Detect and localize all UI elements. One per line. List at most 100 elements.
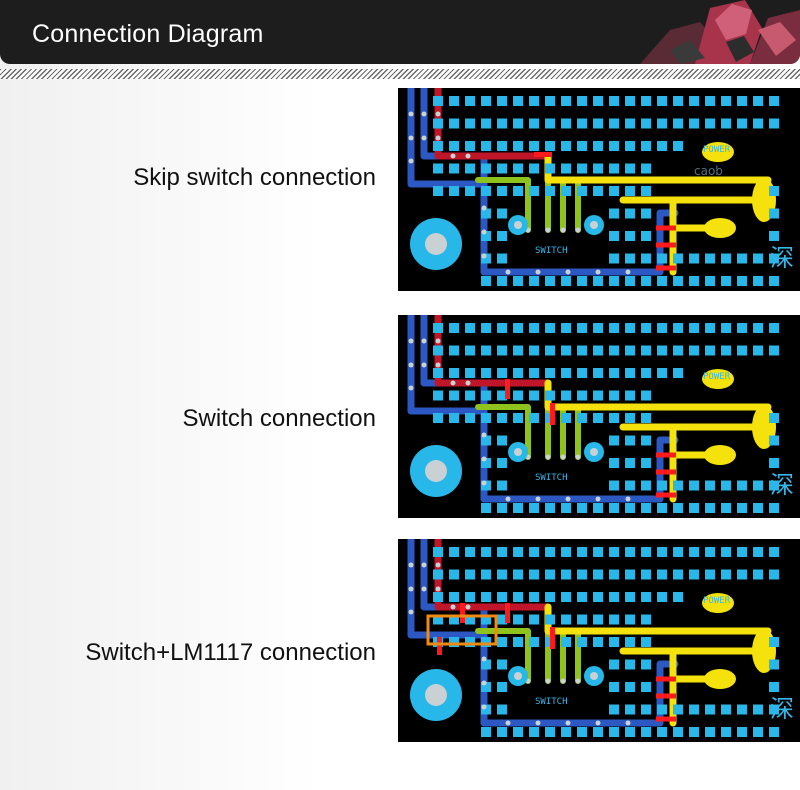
pcb-pad xyxy=(689,96,699,106)
pcb-pad xyxy=(577,323,587,333)
pcb-pad xyxy=(513,637,523,647)
pcb-pad xyxy=(721,727,731,737)
pcb-pad xyxy=(577,727,587,737)
pcb-pad xyxy=(481,727,491,737)
pcb-pad xyxy=(689,118,699,129)
pad-hole xyxy=(560,678,566,684)
pad-hole xyxy=(450,153,456,159)
pcb-pad xyxy=(449,592,459,602)
pad-hole xyxy=(595,720,601,726)
pcb-pad xyxy=(561,614,571,625)
pcb-pad xyxy=(641,390,651,401)
pcb-pad xyxy=(641,458,651,468)
pcb-pad xyxy=(497,186,507,196)
pcb-pad xyxy=(465,390,475,401)
pcb-pad xyxy=(641,345,651,356)
pcb-pad xyxy=(561,547,571,557)
pcb-pad xyxy=(497,253,507,264)
pcb-pad xyxy=(465,141,475,151)
pcb-pad xyxy=(529,390,539,401)
pcb-pad xyxy=(433,345,443,356)
switch-hole-center xyxy=(590,672,598,680)
pcb-pad xyxy=(769,435,779,446)
pcb-pad xyxy=(641,659,651,670)
pcb-pad xyxy=(513,163,523,174)
jumper xyxy=(534,152,552,157)
pcb-pad xyxy=(433,323,443,333)
pcb-pad xyxy=(529,368,539,378)
pcb-pad xyxy=(545,547,555,557)
pcb-pad xyxy=(609,458,619,468)
pcb-pad xyxy=(481,276,491,286)
pcb-pad xyxy=(577,592,587,602)
pcb-pad xyxy=(497,231,507,241)
pcb-pad xyxy=(657,253,667,264)
pcb-pad xyxy=(561,727,571,737)
pcb-pad xyxy=(481,368,491,378)
side-character: 深 xyxy=(770,244,794,272)
pad-hole xyxy=(595,269,601,275)
mounting-hole-center xyxy=(425,233,447,255)
pcb-pad xyxy=(689,727,699,737)
switch-silk-label: SWITCH xyxy=(535,246,568,256)
pcb-pad xyxy=(705,118,715,129)
pcb-pad xyxy=(545,96,555,106)
pad-hole xyxy=(481,229,487,235)
pcb-pad xyxy=(529,163,539,174)
power-pad xyxy=(704,218,736,238)
pcb-pad xyxy=(481,637,491,647)
pcb-pad xyxy=(433,390,443,401)
pcb-pad xyxy=(689,480,699,491)
pcb-pad xyxy=(609,96,619,106)
pcb-pad xyxy=(433,592,443,602)
pcb-pad xyxy=(769,208,779,219)
pcb-pad xyxy=(577,569,587,580)
pcb-pad xyxy=(609,480,619,491)
pcb-pad xyxy=(593,276,603,286)
pcb-pad xyxy=(481,682,491,692)
pad-hole xyxy=(435,111,441,117)
pcb-pad xyxy=(769,323,779,333)
pcb-pad xyxy=(593,547,603,557)
pcb-pad xyxy=(689,569,699,580)
hatched-divider xyxy=(0,69,800,79)
pcb-pad xyxy=(449,569,459,580)
power-silk-label: POWER xyxy=(703,372,731,382)
pcb-pad xyxy=(625,704,635,715)
pad-hole xyxy=(450,604,456,610)
pcb-pad xyxy=(737,276,747,286)
pcb-pad xyxy=(609,435,619,446)
pcb-pad xyxy=(513,727,523,737)
pcb-pad xyxy=(545,118,555,129)
pcb-pad xyxy=(609,727,619,737)
pcb-pad xyxy=(705,704,715,715)
pcb-pad xyxy=(497,547,507,557)
pcb-pad xyxy=(497,592,507,602)
pcb-pad xyxy=(609,276,619,286)
pcb-pad xyxy=(497,118,507,129)
pcb-pad xyxy=(577,141,587,151)
pcb-pad xyxy=(433,141,443,151)
pad-hole xyxy=(560,454,566,460)
pcb-pad xyxy=(593,390,603,401)
pcb-pad xyxy=(529,569,539,580)
pcb-pad xyxy=(513,503,523,513)
pcb-pad xyxy=(465,118,475,129)
pcb-pad xyxy=(481,390,491,401)
pcb-pad xyxy=(721,118,731,129)
pcb-pad xyxy=(465,163,475,174)
pcb-pad xyxy=(449,118,459,129)
pcb-pad xyxy=(769,704,779,715)
pcb-pad xyxy=(561,503,571,513)
pcb-pad xyxy=(529,186,539,196)
pcb-pad xyxy=(545,323,555,333)
pcb-pad xyxy=(577,614,587,625)
pcb-pad xyxy=(497,413,507,423)
pcb-pad xyxy=(625,547,635,557)
pcb-pad xyxy=(753,569,763,580)
pcb-pad xyxy=(625,592,635,602)
pcb-pad xyxy=(561,276,571,286)
pcb-pad xyxy=(481,458,491,468)
pcb-pad xyxy=(657,96,667,106)
pcb-pad xyxy=(593,569,603,580)
